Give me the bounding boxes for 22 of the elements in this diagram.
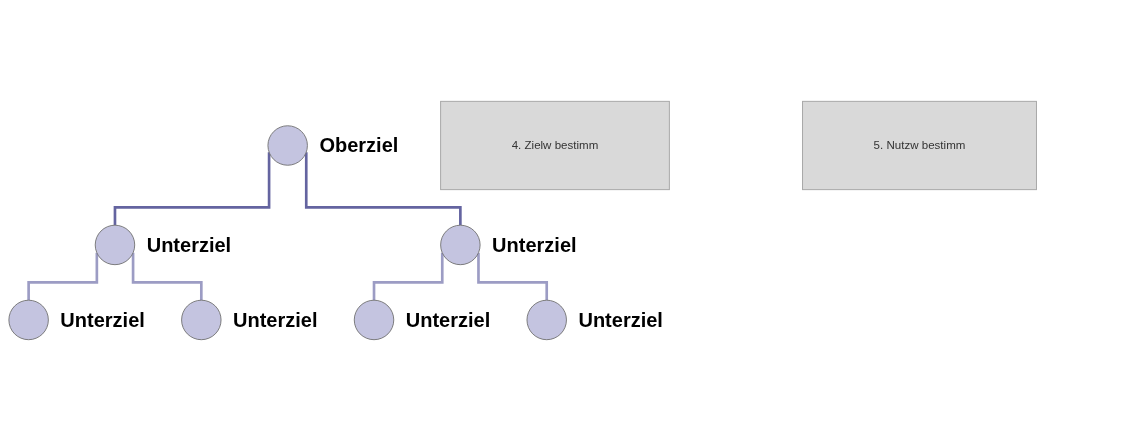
goal-label: Unterziel <box>146 232 232 257</box>
connector <box>27 252 99 302</box>
node-circle <box>267 125 308 166</box>
node-box: 5. Nutzw bestimm <box>802 100 1037 191</box>
connector <box>131 252 203 302</box>
goal-label: Unterziel <box>405 307 491 332</box>
goal-label: Unterziel <box>578 307 663 332</box>
node-box: 4. Zielw bestimm <box>440 100 670 191</box>
connector <box>304 152 462 227</box>
node-circle <box>353 299 395 341</box>
node-circle <box>526 299 567 341</box>
node-circle <box>94 224 136 266</box>
goal-label: Unterziel <box>492 232 577 257</box>
node-circle <box>440 224 481 266</box>
goal-label: Unterziel <box>233 307 318 332</box>
node-circle <box>181 299 222 341</box>
connector <box>113 152 271 227</box>
goal-label: Oberziel <box>319 133 399 158</box>
goal-label: Unterziel <box>60 307 145 332</box>
connector <box>372 252 444 302</box>
connector <box>477 252 549 302</box>
node-circle <box>8 299 49 341</box>
